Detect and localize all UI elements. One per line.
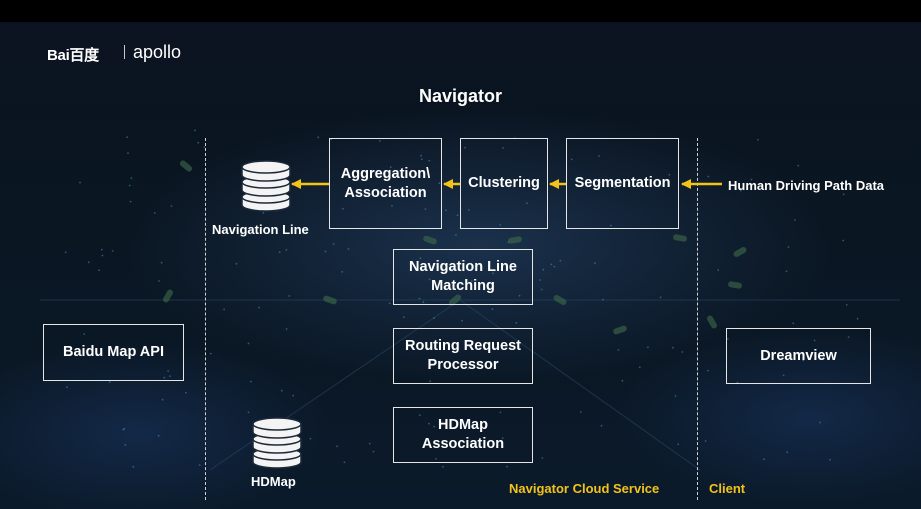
navigator-cloud-service-label: Navigator Cloud Service: [509, 481, 659, 496]
client-label: Client: [709, 481, 745, 496]
human-driving-path-data-label: Human Driving Path Data: [728, 178, 884, 193]
